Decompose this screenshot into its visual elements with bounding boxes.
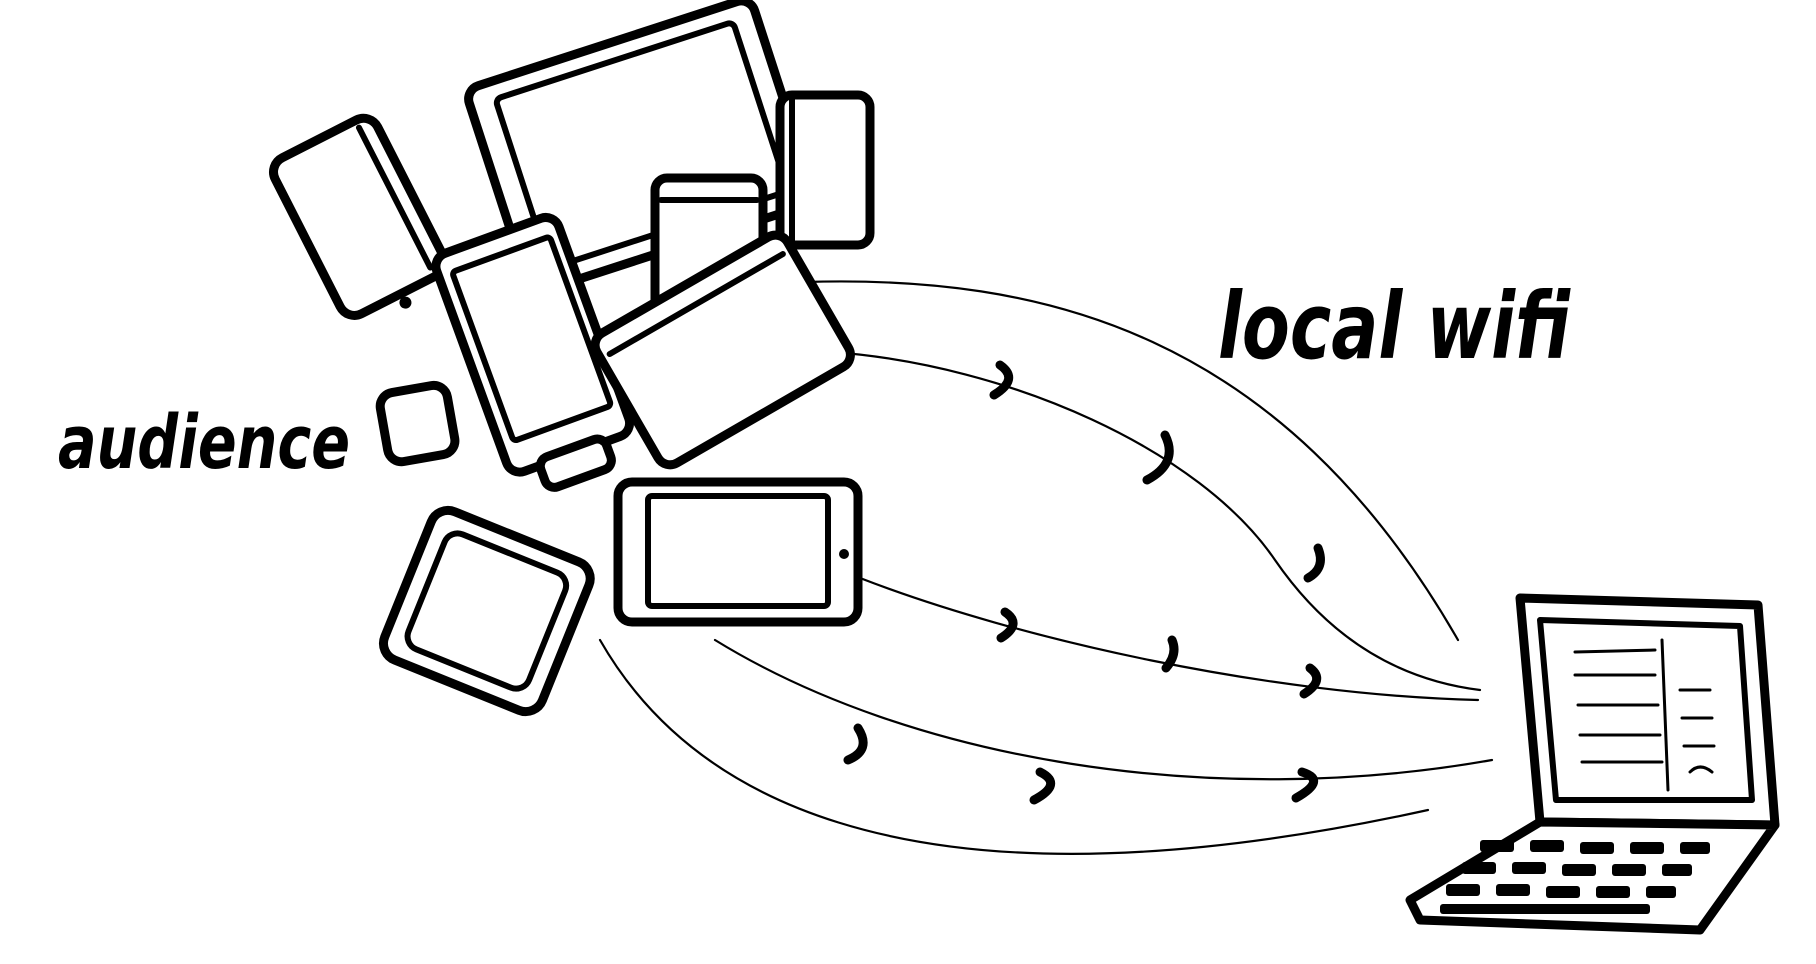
phone-icon — [378, 505, 595, 717]
arrow-head — [1291, 767, 1318, 803]
arrow-head — [1142, 430, 1174, 485]
laptop-icon — [1405, 593, 1780, 935]
connection-curve — [803, 280, 1460, 642]
arrow-head — [1303, 543, 1325, 583]
phone-icon — [590, 230, 855, 470]
audience-devices — [269, 0, 875, 717]
phone-icon — [269, 113, 449, 320]
laptop-screen-content — [1573, 638, 1716, 792]
arrow-head — [843, 723, 868, 765]
arrow-head — [1299, 663, 1322, 699]
local-wifi-label: local wifi — [1218, 273, 1571, 380]
arrow-head — [1161, 635, 1179, 673]
arrow-head — [996, 607, 1018, 643]
laptop-keyboard — [1440, 840, 1710, 914]
arrow-head — [1029, 767, 1055, 805]
connection-curve — [858, 576, 1480, 702]
audience-label: audience — [58, 400, 350, 486]
data-flow-arrows — [843, 360, 1325, 805]
phone-icon — [613, 477, 863, 627]
connection-curve — [713, 638, 1494, 781]
phone-icon — [431, 212, 635, 492]
connection-curve — [830, 350, 1482, 692]
connection-curve — [598, 638, 1430, 855]
wifi-connections — [598, 280, 1494, 855]
phone-icon — [775, 90, 875, 250]
arrow-head — [989, 360, 1014, 400]
phone-icon — [375, 380, 460, 467]
